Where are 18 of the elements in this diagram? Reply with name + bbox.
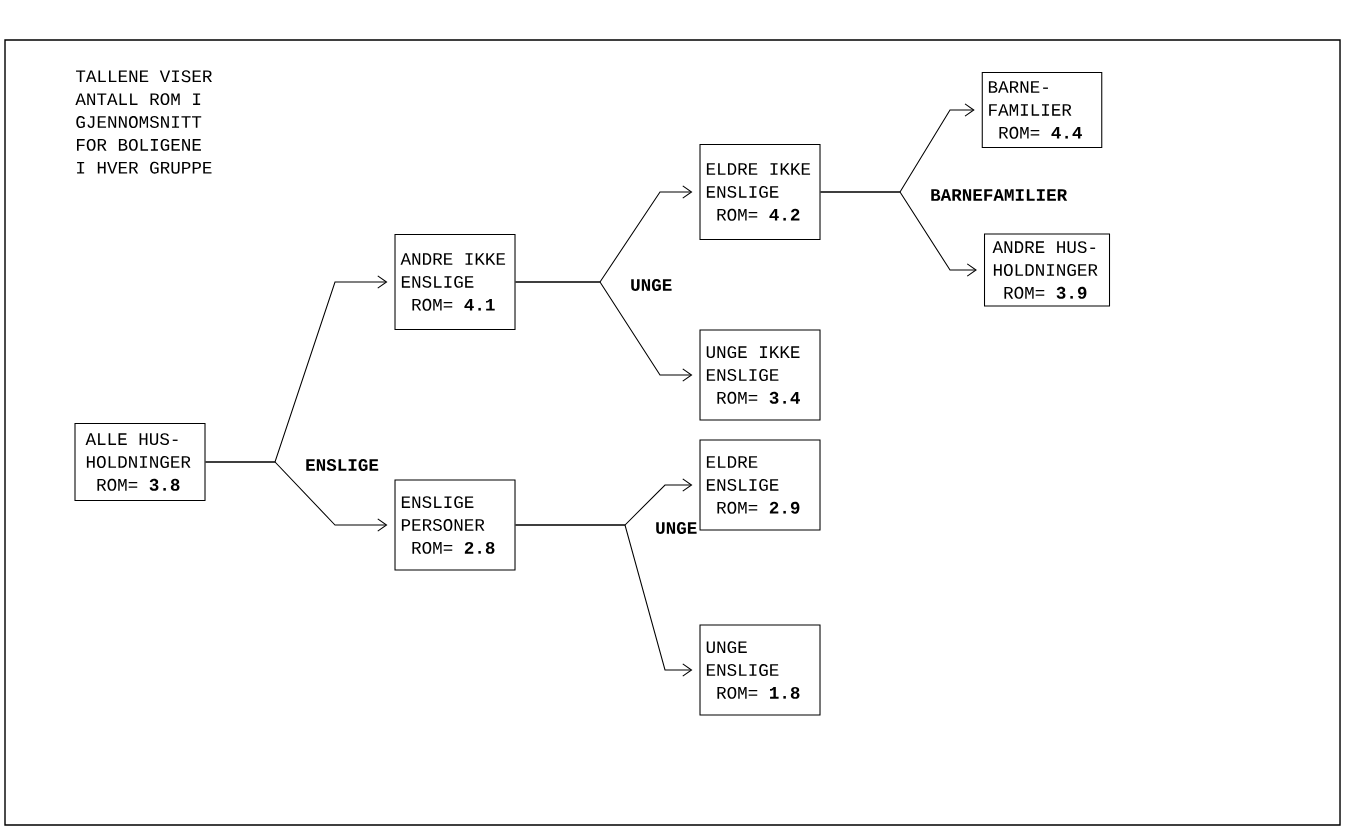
group-box: UNGE IKKE ENSLIGE ROM= 3.4 — [699, 329, 821, 421]
edge-label: BARNEFAMILIER — [928, 187, 1069, 203]
group-box: ALLE HUS- HOLDNINGER ROM= 3.8 — [74, 423, 206, 502]
group-box: ANDRE HUS- HOLDNINGER ROM= 3.9 — [984, 233, 1111, 307]
arrow — [515, 524, 693, 677]
group-box: ANDRE IKKE ENSLIGE ROM= 4.1 — [394, 234, 516, 331]
group-box: UNGE ENSLIGE ROM= 1.8 — [699, 624, 821, 716]
group-box: ENSLIGE PERSONER ROM= 2.8 — [394, 479, 516, 571]
arrow — [820, 191, 977, 277]
edge-label: UNGE — [628, 277, 675, 293]
group-box: BARNE- FAMILIER ROM= 4.4 — [981, 72, 1103, 149]
group-box: ELDRE IKKE ENSLIGE ROM= 4.2 — [699, 144, 821, 241]
edge-label: UNGE — [653, 520, 700, 536]
group-box: ELDRE ENSLIGE ROM= 2.9 — [699, 439, 821, 531]
edge-label: ENSLIGE — [303, 457, 381, 473]
arrow — [205, 461, 388, 532]
arrow — [515, 281, 693, 382]
note-text: TALLENE VISER ANTALL ROM I GJENNOMSNITT FOR BOLIGENE I HVER GRUPPE — [75, 70, 212, 174]
